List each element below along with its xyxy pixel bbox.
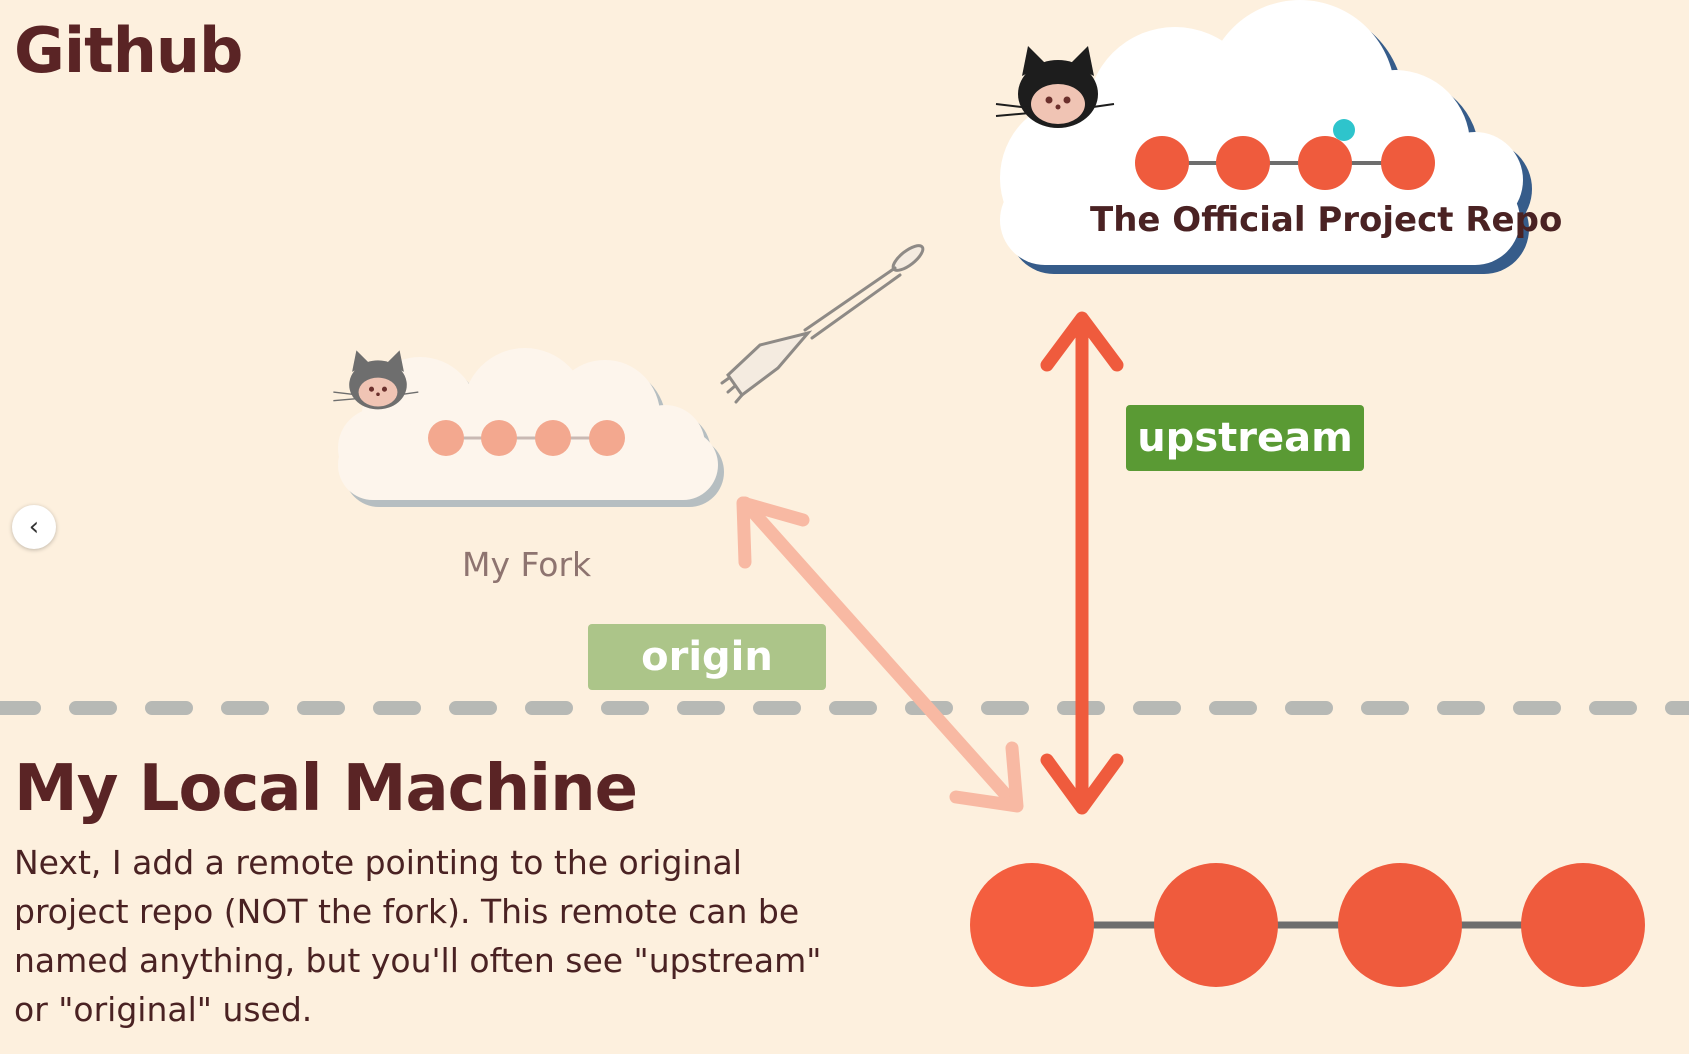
- description: Next, I add a remote pointing to the ori…: [14, 838, 822, 1034]
- chevron-left-icon: ‹: [28, 512, 40, 542]
- fork-label: My Fork: [462, 545, 592, 584]
- fork-commit-dots: [428, 420, 625, 456]
- previous-slide-button[interactable]: ‹: [12, 505, 56, 549]
- description-line: or "original" used.: [14, 990, 313, 1029]
- local-machine-title: My Local Machine: [14, 752, 638, 826]
- description-line: Next, I add a remote pointing to the ori…: [14, 843, 742, 882]
- official-repo-cloud: [995, 0, 1532, 274]
- fork-cloud: [332, 348, 724, 507]
- local-repo-commits: [970, 863, 1645, 987]
- description-line: project repo (NOT the fork). This remote…: [14, 892, 800, 931]
- upstream-tag: upstream: [1126, 405, 1364, 471]
- description-line: named anything, but you'll often see "up…: [14, 941, 822, 980]
- cursor-highlight: [1333, 119, 1355, 141]
- official-commit-dots: [1135, 136, 1435, 190]
- origin-arrow: [736, 496, 1024, 813]
- origin-tag: origin: [588, 624, 826, 690]
- official-repo-label: The Official Project Repo: [1090, 200, 1563, 240]
- upstream-arrow: [1040, 311, 1124, 815]
- fork-utensil-icon: [720, 244, 925, 404]
- github-section-title: Github: [14, 14, 243, 87]
